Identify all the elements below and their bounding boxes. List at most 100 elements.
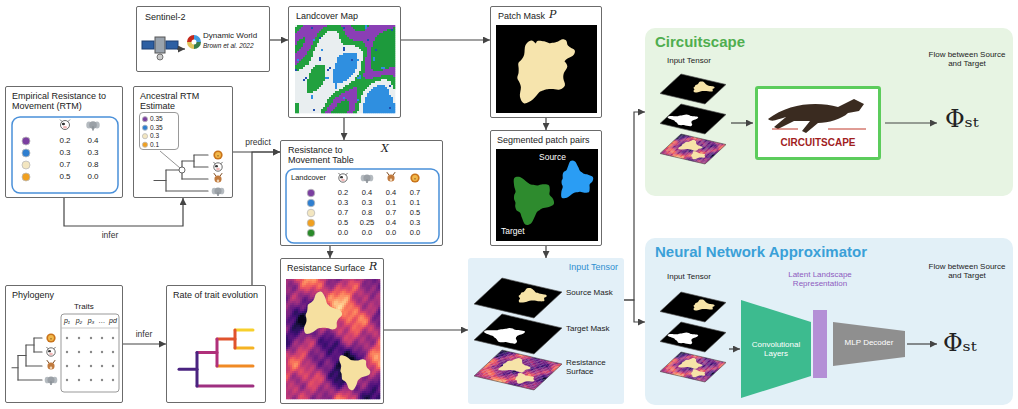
landcover-map <box>345 61 347 63</box>
landcover-map <box>299 65 301 67</box>
landcover-map <box>303 47 305 49</box>
landcover-map <box>367 59 369 61</box>
landcover-map <box>365 87 367 89</box>
landcover-map <box>303 89 305 91</box>
landcover-map <box>303 99 305 101</box>
landcover-map <box>317 53 319 55</box>
landcover-map <box>311 31 313 33</box>
landcover-map <box>383 67 385 69</box>
landcover-map <box>317 101 319 103</box>
landcover-map <box>323 73 325 75</box>
landcover-map <box>349 51 351 53</box>
landcover-map <box>295 71 297 73</box>
landcover-map <box>339 47 341 49</box>
landcover-map <box>341 83 343 85</box>
dataset-logo: Dynamic WorldBrown et al. 2022 <box>186 24 268 60</box>
landcover-map <box>351 33 353 35</box>
landcover-map <box>333 91 335 93</box>
landcover-map <box>377 29 379 31</box>
landcover-map <box>343 77 345 79</box>
landcover-map <box>297 79 299 81</box>
landcover-map <box>391 25 393 27</box>
landcover-map <box>341 59 343 61</box>
landcover-map <box>347 75 349 77</box>
landcover-map <box>345 27 347 29</box>
landcover-map <box>299 25 301 27</box>
landcover-map <box>345 83 347 85</box>
landcover-map <box>333 75 335 77</box>
connector-arrow <box>545 246 546 258</box>
landcover-map <box>345 99 347 101</box>
landcover-map <box>301 79 303 81</box>
landcover-map <box>357 77 359 79</box>
landcover-map <box>319 73 321 75</box>
connector-arrow <box>252 152 280 285</box>
landcover-map <box>363 31 365 33</box>
landcover-map <box>337 65 339 67</box>
landcover-map <box>363 37 365 39</box>
landcover-map <box>313 35 315 37</box>
landcover-map <box>361 47 363 49</box>
landcover-map <box>345 87 347 89</box>
landcover-map <box>367 37 369 39</box>
landcover-map <box>297 69 299 71</box>
landcover-map <box>339 57 341 59</box>
landcover-map <box>367 25 369 27</box>
landcover-map <box>385 101 387 103</box>
landcover-map <box>317 97 319 99</box>
landcover-map <box>295 69 297 71</box>
landcover-map <box>373 79 375 81</box>
landcover-map <box>369 91 371 93</box>
landcover-map <box>379 93 381 95</box>
landcover-map <box>391 59 393 61</box>
landcover-map <box>363 45 365 47</box>
landcover-map <box>327 29 329 31</box>
landcover-map <box>329 35 331 37</box>
landcover-map <box>349 53 351 55</box>
landcover-map <box>337 31 339 33</box>
landcover-map <box>393 63 395 65</box>
landcover-map <box>335 25 337 27</box>
landcover-map <box>311 75 313 77</box>
landcover-map <box>381 49 383 51</box>
landcover-map <box>327 37 329 39</box>
landcover-map <box>313 79 315 81</box>
landcover-map <box>333 87 335 89</box>
landcover-map <box>303 85 305 87</box>
landcover-map <box>313 27 315 29</box>
landcover-map <box>313 83 315 85</box>
landcover-map <box>375 95 377 97</box>
landcover-map <box>343 29 345 31</box>
landcover-map <box>323 77 325 79</box>
landcover-map <box>365 93 367 95</box>
landcover-map <box>361 71 363 73</box>
landcover-map <box>349 73 351 75</box>
landcover-map <box>339 79 341 81</box>
landcover-map <box>393 37 395 39</box>
landcover-map <box>389 27 391 29</box>
landcover-map <box>345 43 347 45</box>
landcover-map <box>299 37 301 39</box>
landcover-map <box>355 99 357 101</box>
landcover-map <box>385 73 387 75</box>
landcover-map <box>321 39 323 41</box>
landcover-map <box>353 71 355 73</box>
landcover-map <box>319 55 321 57</box>
landcover-map <box>389 99 391 101</box>
landcover-map <box>327 35 329 37</box>
landcover-map <box>361 51 363 53</box>
landcover-map <box>367 69 369 71</box>
landcover-map <box>321 91 323 93</box>
landcover-map <box>369 97 371 99</box>
landcover-map <box>385 41 387 43</box>
landcover-map <box>333 67 335 69</box>
landcover-map <box>391 89 393 91</box>
landcover-map <box>381 55 383 57</box>
landcover-map <box>387 59 389 61</box>
landcover-map <box>325 47 327 49</box>
landcover-map <box>355 79 357 81</box>
landcover-map <box>391 61 393 63</box>
landcover-map <box>349 41 351 43</box>
landcover-map <box>301 25 303 27</box>
landcover-map <box>315 57 317 59</box>
